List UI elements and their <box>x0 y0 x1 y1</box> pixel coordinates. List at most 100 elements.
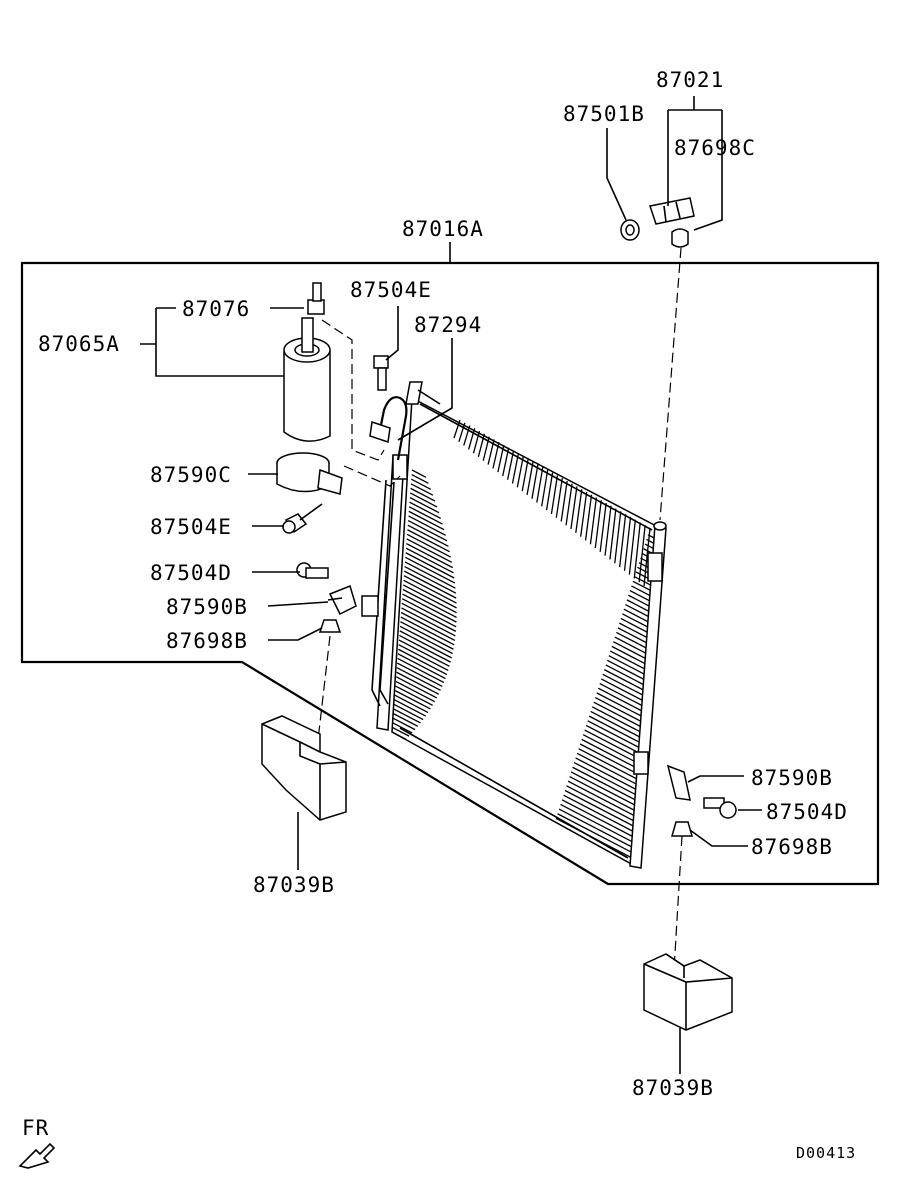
fin-line <box>609 650 650 672</box>
fin-line <box>404 561 456 589</box>
fin-line <box>407 519 448 542</box>
fin-line <box>410 483 434 496</box>
condenser-left-tank <box>361 381 441 731</box>
fin-line <box>521 458 529 492</box>
label-87590C: 87590C <box>150 463 232 487</box>
fin-line <box>506 450 515 480</box>
bracket-87590B-left <box>327 584 357 616</box>
fin-line <box>608 655 649 677</box>
fin-line <box>516 455 524 488</box>
fin-line <box>590 710 645 740</box>
fin-line <box>398 648 448 676</box>
receiver-dashed-outline <box>321 319 385 461</box>
fin-line <box>392 726 410 737</box>
label-87076: 87076 <box>182 297 250 321</box>
foam-block-bottom <box>643 953 733 1031</box>
fin-line <box>550 475 559 514</box>
fin-line <box>599 502 607 552</box>
fin-line <box>638 525 646 583</box>
fin-line <box>584 494 593 541</box>
condenser-core <box>391 396 661 868</box>
fin-line <box>599 682 647 709</box>
fin-line <box>400 616 455 646</box>
fin-line <box>398 639 450 667</box>
fin-line <box>575 489 583 533</box>
fin-line <box>409 497 440 514</box>
fin-line <box>408 510 445 531</box>
fin-line <box>399 625 453 655</box>
fin-line <box>541 469 549 507</box>
fin-line <box>394 699 426 717</box>
diagram-id: D00413 <box>796 1144 856 1162</box>
receiver-drier <box>283 282 331 442</box>
fin-line <box>395 685 433 706</box>
fin-line <box>591 706 645 735</box>
fin-line <box>560 803 638 845</box>
fin-line <box>502 447 510 477</box>
label-87039B-bottom: 87039B <box>632 1076 714 1100</box>
fin-line <box>581 738 643 772</box>
fin-line <box>575 757 641 793</box>
fin-line <box>555 478 563 518</box>
fin-line <box>403 575 457 604</box>
fin-line <box>402 584 457 614</box>
fin-line <box>404 565 457 594</box>
fin-line <box>405 547 454 574</box>
fin-line <box>400 611 456 641</box>
fin-line <box>582 734 643 767</box>
condenser-fins-left <box>391 469 457 740</box>
fin-line <box>403 579 457 609</box>
fin-line <box>611 645 650 667</box>
guide-line-left <box>317 635 331 741</box>
fin-line <box>411 474 429 484</box>
fin-line <box>410 487 436 502</box>
assembly-boundary <box>20 261 880 886</box>
fin-line <box>565 483 573 526</box>
fin-line <box>394 690 431 710</box>
fin-line <box>580 491 588 537</box>
condenser-right-tank <box>629 521 667 869</box>
fin-line <box>619 622 652 641</box>
fin-line <box>609 508 617 560</box>
fin-line <box>584 729 644 761</box>
label-87504E-left: 87504E <box>150 515 232 539</box>
fin-line <box>399 634 451 663</box>
pipe-fitting <box>369 421 391 443</box>
label-87698C: 87698C <box>674 136 756 160</box>
fin-line <box>620 617 652 636</box>
label-87065A: 87065A <box>38 332 120 356</box>
fin-line <box>394 694 429 714</box>
fin-line <box>393 708 421 724</box>
guide-line-bottom-right <box>673 835 683 971</box>
fin-line <box>453 419 461 439</box>
bracket-87698C-assembly <box>620 197 695 248</box>
fin-line <box>617 627 652 646</box>
fin-line <box>406 533 452 558</box>
fin-line <box>511 453 520 484</box>
fin-line <box>569 775 640 814</box>
fin-line <box>410 478 432 490</box>
fin-line <box>391 731 407 740</box>
bolt-87504E-top <box>373 355 389 391</box>
fin-line <box>477 433 485 458</box>
fin-line <box>398 644 449 672</box>
fin-line <box>560 480 568 522</box>
fin-line <box>400 621 454 650</box>
fin-line <box>587 720 644 751</box>
fin-line <box>618 514 627 568</box>
fin-line <box>628 519 637 575</box>
fin-line <box>572 766 641 803</box>
grommet-87698B-left <box>318 619 342 633</box>
fin-line <box>579 743 643 777</box>
fin-line <box>566 785 639 824</box>
fin-line <box>589 497 598 545</box>
fin-line <box>576 752 642 788</box>
fin-line <box>594 500 602 549</box>
fin-line <box>616 631 651 651</box>
label-87590B-left: 87590B <box>166 595 248 619</box>
fin-line <box>545 472 554 511</box>
fin-line <box>492 442 500 469</box>
fin-line <box>600 678 648 704</box>
fin-line <box>594 696 646 725</box>
label-87698B-right: 87698B <box>751 835 833 859</box>
